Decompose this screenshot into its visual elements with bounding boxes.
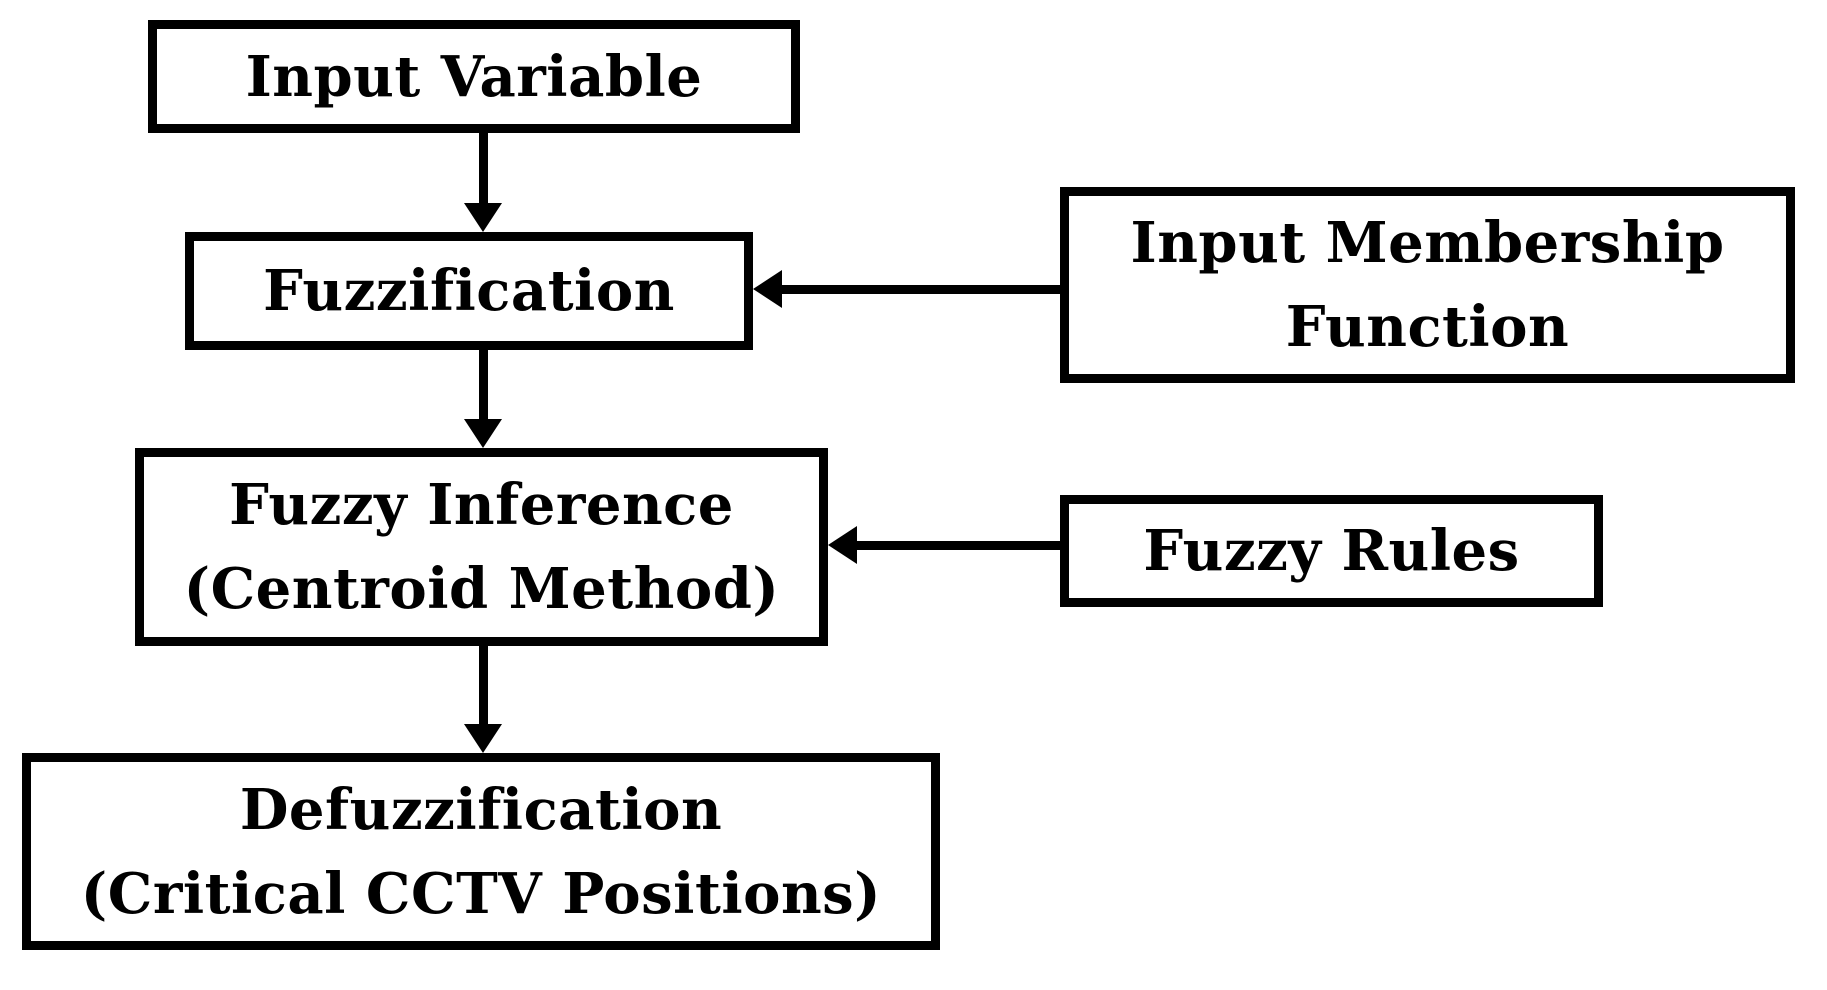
- node-input-membership-function-line1: Input Membership: [1130, 210, 1725, 276]
- arrowhead-down-icon: [464, 203, 502, 232]
- node-input-variable: Input Variable: [148, 20, 800, 133]
- node-input-membership-function: Input Membership Function: [1060, 187, 1795, 383]
- arrowhead-down-icon: [464, 724, 502, 753]
- arrow-stem: [479, 350, 488, 421]
- arrow-stem: [778, 285, 1060, 294]
- node-fuzzy-inference-line2: (Centroid Method): [183, 556, 780, 622]
- node-input-membership-function-line2: Function: [1285, 294, 1570, 360]
- node-defuzzification: Defuzzification (Critical CCTV Positions…: [22, 753, 940, 950]
- node-fuzzification-label: Fuzzification: [263, 258, 675, 324]
- arrow-stem: [479, 133, 488, 206]
- node-fuzzy-inference-line1: Fuzzy Inference: [229, 472, 734, 538]
- node-defuzzification-line1: Defuzzification: [239, 776, 723, 843]
- node-fuzzification: Fuzzification: [185, 232, 753, 350]
- arrowhead-left-icon: [828, 526, 857, 564]
- arrowhead-left-icon: [753, 270, 782, 308]
- node-input-variable-label: Input Variable: [245, 43, 703, 110]
- node-fuzzy-rules: Fuzzy Rules: [1060, 495, 1603, 607]
- arrowhead-down-icon: [464, 419, 502, 448]
- node-fuzzy-rules-label: Fuzzy Rules: [1143, 518, 1520, 584]
- node-defuzzification-line2: (Critical CCTV Positions): [80, 860, 882, 927]
- node-fuzzy-inference: Fuzzy Inference (Centroid Method): [135, 448, 828, 646]
- arrow-stem: [853, 541, 1060, 550]
- arrow-stem: [479, 646, 488, 726]
